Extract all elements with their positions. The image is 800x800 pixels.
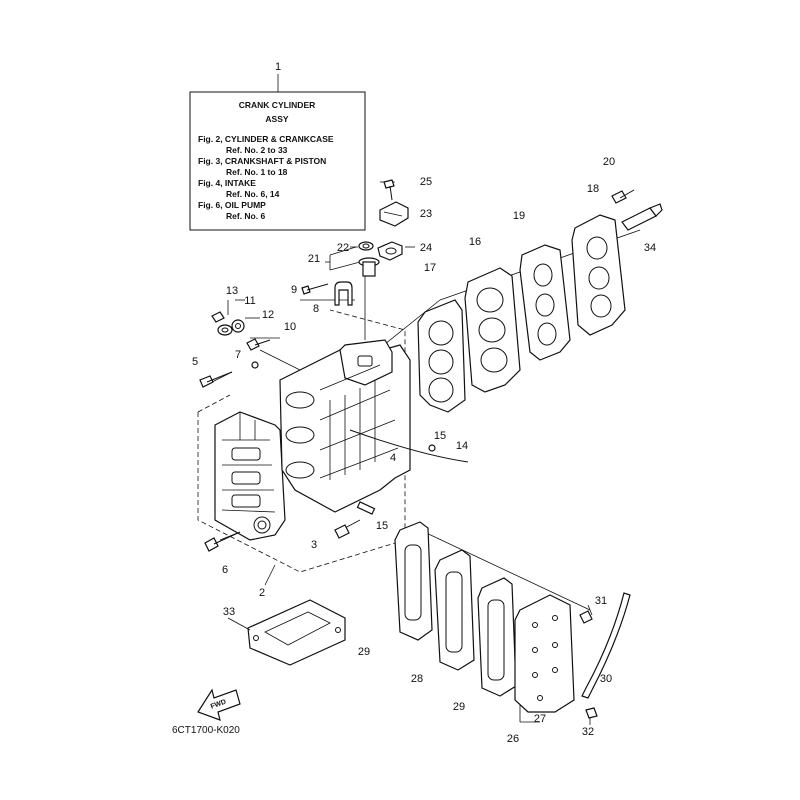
part-number-32: 32 <box>582 726 594 738</box>
info-box-line: Ref. No. 1 to 18 <box>226 167 288 177</box>
crankcase-half <box>214 411 286 541</box>
part-number-31: 31 <box>595 595 607 607</box>
head-gasket-19 <box>519 244 571 361</box>
fwd-arrow-icon: FWD <box>197 688 241 721</box>
head-cover-18 <box>571 214 626 336</box>
base-gasket-33 <box>227 599 346 666</box>
part-number-6: 6 <box>222 564 228 576</box>
part-number-9: 9 <box>291 284 297 296</box>
info-box-line: Ref. No. 6 <box>226 211 265 221</box>
part-number-12: 12 <box>262 309 274 321</box>
exhaust-plate-28 <box>434 549 475 671</box>
part-number-33: 33 <box>223 606 235 618</box>
info-box-line: Fig. 3, CRANKSHAFT & PISTON <box>198 156 326 166</box>
part-number-2: 2 <box>259 587 265 599</box>
part-number-24: 24 <box>420 242 432 254</box>
part-number-26: 26 <box>507 733 519 745</box>
part-number-16: 16 <box>469 236 481 248</box>
part-number-15: 15 <box>434 430 446 442</box>
info-box-title: CRANK CYLINDER <box>239 100 316 110</box>
part-number-11: 11 <box>244 295 255 307</box>
part-number-1: 1 <box>275 61 281 73</box>
part-number-21: 21 <box>308 253 320 265</box>
info-box-subtitle: ASSY <box>265 114 288 124</box>
part-number-28: 28 <box>411 673 423 685</box>
part-number-19: 19 <box>513 210 525 222</box>
part-number-4: 4 <box>390 452 396 464</box>
info-box-line: Fig. 2, CYLINDER & CRANKCASE <box>198 134 334 144</box>
part-number-15: 15 <box>376 520 388 532</box>
part-number-labels: 2 3 4 5 6 7 8 9 10 11 12 13 14 15 15 16 … <box>192 156 656 745</box>
info-box-line: Ref. No. 6, 14 <box>226 189 280 199</box>
part-number-13: 13 <box>226 285 238 297</box>
part-number-29: 29 <box>453 701 465 713</box>
part-number-3: 3 <box>311 539 317 551</box>
part-number-5: 5 <box>192 356 198 368</box>
exhaust-gasket-29-lower <box>477 577 517 697</box>
part-number-14: 14 <box>456 440 468 452</box>
info-box-line: Fig. 4, INTAKE <box>198 178 256 188</box>
part-number-29: 29 <box>358 646 370 658</box>
exhaust-cover-26 <box>514 594 575 713</box>
part-number-27: 27 <box>534 713 546 725</box>
info-box-line: Ref. No. 2 to 33 <box>226 145 288 155</box>
drawing-code: 6CT1700-K020 <box>172 725 240 736</box>
part-number-30: 30 <box>600 673 612 685</box>
part-number-7: 7 <box>235 349 241 361</box>
assembly-info-box: 1 CRANK CYLINDER ASSY Fig. 2, CYLINDER &… <box>189 61 366 231</box>
part-number-34: 34 <box>644 242 656 254</box>
exhaust-gasket-29-upper <box>394 521 433 641</box>
small-parts <box>199 179 663 719</box>
part-number-8: 8 <box>313 303 319 315</box>
part-number-17: 17 <box>424 262 436 274</box>
cylinder-block <box>279 339 411 513</box>
cylinder-head-16 <box>464 267 521 393</box>
part-number-25: 25 <box>420 176 432 188</box>
part-number-10: 10 <box>284 321 296 333</box>
part-number-23: 23 <box>420 208 432 220</box>
cylinder-gasket-17 <box>417 299 466 413</box>
part-number-18: 18 <box>587 183 599 195</box>
part-number-22: 22 <box>337 242 349 254</box>
part-number-20: 20 <box>603 156 615 168</box>
info-box-line: Fig. 6, OIL PUMP <box>198 200 266 210</box>
